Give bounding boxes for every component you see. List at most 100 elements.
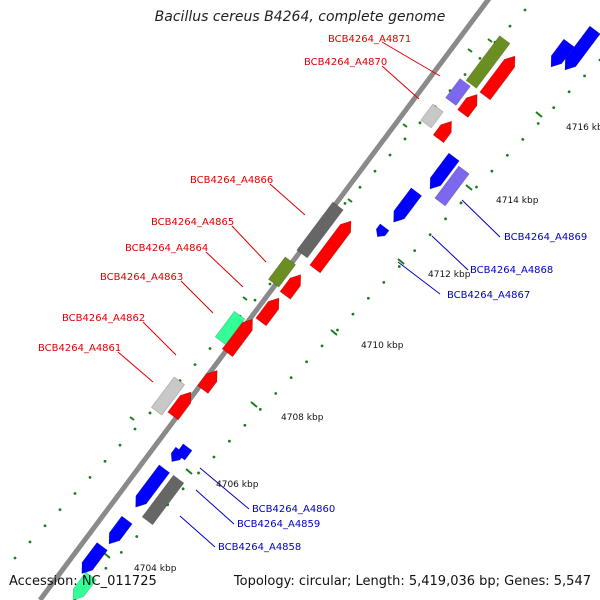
ruler-dot-lower: [475, 185, 478, 189]
reverse-gene: [434, 165, 470, 207]
forward-gene: [420, 103, 444, 129]
ruler-dot-lower: [181, 487, 185, 491]
ruler-dot-upper: [13, 556, 17, 560]
reverse-gene: [429, 152, 460, 190]
ruler-dot-upper: [523, 8, 527, 12]
ruler-dot-upper: [148, 411, 152, 415]
ruler-dot-lower: [274, 392, 278, 395]
ruler-ticks: [103, 38, 543, 559]
tick-label: 4716 kbp: [566, 123, 600, 133]
ruler-dot-lower: [104, 566, 108, 570]
forward-gene-label: BCB4264_A4870: [304, 57, 387, 68]
reverse-gene: [550, 38, 575, 68]
ruler-dot-lower: [505, 153, 509, 157]
reverse-gene-label: BCB4264_A4869: [504, 232, 587, 243]
tick-label: 4714 kbp: [496, 196, 539, 206]
ruler-dot-lower: [552, 106, 556, 110]
reverse-leader: [461, 199, 501, 238]
forward-gene: [445, 78, 471, 106]
ruler-dot-lower: [490, 169, 494, 173]
forward-leader: [117, 351, 154, 383]
ruler-dot-lower: [212, 455, 216, 459]
major-tick: [103, 552, 111, 559]
reverse-gene-label: BCB4264_A4868: [470, 265, 553, 276]
forward-leader: [381, 41, 441, 77]
ruler-dot-upper: [28, 540, 32, 544]
ruler-dot-lower: [567, 90, 571, 94]
forward-gene: [457, 93, 478, 118]
reverse-gene-label: BCB4264_A4867: [447, 290, 530, 301]
minor-tick: [487, 38, 493, 43]
major-tick: [535, 111, 543, 118]
ruler-dot-lower: [289, 376, 293, 380]
ruler-dot-upper: [73, 492, 77, 495]
reverse-gene-label: BCB4264_A4858: [218, 542, 301, 553]
major-tick: [465, 184, 473, 191]
ruler-dot-lower: [382, 280, 386, 284]
tick-label: 4712 kbp: [428, 270, 471, 280]
ruler-dot-upper: [103, 459, 107, 463]
minor-tick: [467, 48, 473, 53]
ruler-dot-upper: [268, 282, 272, 286]
forward-leader: [269, 183, 306, 216]
reverse-gene: [393, 187, 423, 223]
accession-text: Accession: NC_011725: [9, 574, 157, 589]
forward-gene: [465, 35, 511, 89]
forward-gene: [309, 220, 352, 274]
tick-label: 4708 kbp: [281, 413, 324, 423]
genome-summary: Topology: circular; Length: 5,419,036 bp…: [233, 574, 591, 589]
tick-labels: 4704 kbp 4706 kbp 4708 kbp 4710 kbp 4712 kbp…: [134, 123, 600, 574]
forward-gene: [150, 376, 186, 416]
label-leaders: [117, 41, 501, 548]
minor-tick: [347, 198, 353, 203]
forward-gene: [255, 297, 280, 327]
forward-gene: [267, 256, 297, 288]
forward-leader: [142, 321, 177, 356]
tick-label: 4706 kbp: [216, 480, 259, 490]
ruler-dot-upper: [463, 73, 467, 76]
tick-label: 4704 kbp: [134, 564, 177, 574]
ruler-dot-lower: [413, 249, 417, 252]
major-tick: [330, 329, 338, 336]
forward-gene-label: BCB4264_A4865: [151, 217, 234, 228]
ruler-dot-upper: [208, 347, 212, 350]
forward-gene-label: BCB4264_A4864: [125, 243, 208, 254]
forward-gene: [197, 369, 218, 394]
ruler-dot-upper: [403, 137, 407, 141]
forward-leader: [205, 251, 244, 288]
reverse-gene: [108, 515, 133, 545]
ruler-dot-upper: [88, 476, 92, 479]
ruler-dot-lower: [305, 360, 309, 364]
reverse-gene-label: BCB4264_A4860: [252, 504, 335, 515]
ruler-dot-lower: [243, 423, 247, 427]
tick-label: 4710 kbp: [361, 341, 404, 351]
ruler-dot-upper: [358, 185, 362, 189]
forward-gene-label: BCB4264_A4866: [190, 175, 273, 186]
forward-gene: [214, 310, 246, 346]
ruler-dot-lower: [397, 265, 401, 268]
ruler-dot-upper: [508, 24, 512, 28]
ruler-dot-lower: [228, 439, 231, 443]
ruler-dot-lower: [336, 328, 339, 332]
ruler-dot-upper: [193, 363, 197, 366]
reverse-leader: [179, 515, 216, 548]
ruler-dot-lower: [351, 312, 355, 316]
major-tick: [250, 401, 258, 408]
major-tick: [185, 468, 193, 475]
forward-gene: [279, 274, 302, 300]
forward-gene-label: BCB4264_A4863: [100, 272, 183, 283]
ruler-dot-upper: [133, 427, 137, 431]
ruler-dot-upper: [373, 169, 377, 173]
forward-gene: [479, 55, 516, 101]
ruler-dot-lower: [459, 201, 463, 205]
ruler-dot-upper: [43, 524, 47, 528]
ruler-dot-lower: [197, 471, 200, 475]
forward-gene-label: BCB4264_A4861: [38, 343, 121, 354]
reverse-gene: [175, 443, 193, 461]
ruler-dot-upper: [388, 153, 392, 157]
minor-tick: [129, 416, 135, 421]
ruler-dot-lower: [258, 408, 262, 411]
reverse-gene: [81, 542, 108, 575]
forward-leader: [231, 225, 267, 263]
